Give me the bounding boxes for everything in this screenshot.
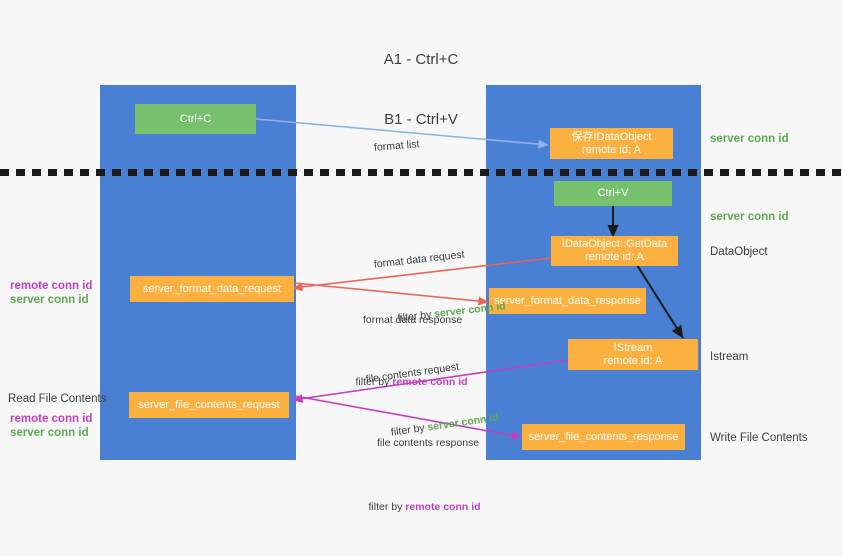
box-istream-line1: IStream <box>613 341 653 354</box>
edge-label-format-data-response-filter-value: remote conn id <box>392 376 468 388</box>
box-server-file-contents-request-label: server_file_contents_request <box>138 398 280 411</box>
arrow-layer <box>255 118 684 440</box>
edge-label-file-contents-response: file contents response filter by remote … <box>369 408 481 556</box>
box-save-idataobject-line1: 保存IDataObject <box>571 130 652 143</box>
edge-label-format-list-text: format list <box>373 138 420 154</box>
box-getdata-line1: IDataObject::GetData <box>561 238 668 250</box>
label-file-server-conn-id: server conn id <box>10 427 89 439</box>
box-getdata-line2: remote id: A <box>585 251 644 263</box>
arrow-format-data-response <box>294 282 489 306</box>
arrow-format-list <box>255 118 549 149</box>
box-save-idataobject[interactable]: 保存IDataObject remote id: A <box>550 128 673 159</box>
box-server-file-contents-response-label: server_file_contents_response <box>528 430 679 443</box>
arrow-format-data-request <box>292 257 552 292</box>
edge-label-format-data-response-filter: filter by remote conn id <box>338 361 468 403</box>
label-server-conn-id-top: server conn id <box>710 133 789 145</box>
label-server-conn-id-mid: server conn id <box>710 211 789 223</box>
box-server-file-contents-response[interactable]: server_file_contents_response <box>522 424 685 450</box>
edge-label-format-list: format list <box>371 109 422 182</box>
box-server-format-data-response[interactable]: server_format_data_response <box>489 288 646 314</box>
label-write-file-contents: Write File Contents <box>710 432 808 444</box>
label-dataobject: DataObject <box>710 246 768 258</box>
title-line-2: B1 - Ctrl+V <box>384 111 458 128</box>
box-save-idataobject-line2: remote id: A <box>582 143 641 156</box>
arrow-file-contents-request <box>292 359 569 404</box>
phase-divider <box>0 169 842 176</box>
diagram-canvas: A1 - Ctrl+C B1 - Ctrl+V A1 remote B1 con… <box>0 10 842 513</box>
label-format-remote-conn-id: remote conn id <box>10 280 93 292</box>
edge-label-file-contents-response-filter-value: remote conn id <box>405 501 481 513</box>
edge-label-format-data-response-line1: format data response <box>363 314 463 326</box>
label-read-file-contents: Read File Contents <box>8 393 107 405</box>
box-istream[interactable]: IStream remote id: A <box>568 339 698 370</box>
edge-label-format-data-response: format data response filter by remote co… <box>356 285 468 431</box>
edge-label-file-contents-request-line1: file contents request <box>365 360 460 386</box>
box-getdata[interactable]: IDataObject::GetData remote id: A <box>551 236 678 266</box>
edge-label-format-data-response-filter-prefix: filter by <box>355 376 393 388</box>
box-ctrl-v-label: Ctrl+V <box>597 187 629 199</box>
edge-label-file-contents-response-filter-prefix: filter by <box>368 501 406 513</box>
edge-label-file-contents-response-line1: file contents response <box>377 437 480 449</box>
box-ctrl-c[interactable]: Ctrl+C <box>135 104 256 134</box>
box-ctrl-v[interactable]: Ctrl+V <box>554 181 672 206</box>
label-format-server-conn-id: server conn id <box>10 294 89 306</box>
title-line-1: A1 - Ctrl+C <box>383 51 459 68</box>
arrow-file-contents-response <box>294 395 522 440</box>
label-file-remote-conn-id: remote conn id <box>10 413 93 425</box>
edge-label-format-data-request-line1: format data request <box>373 248 466 271</box>
box-server-format-data-response-label: server_format_data_response <box>494 294 641 307</box>
label-istream: Istream <box>710 351 749 363</box>
arrow-getdata-to-istream <box>636 264 684 339</box>
edge-label-file-contents-response-filter: filter by remote conn id <box>351 486 481 528</box>
box-server-format-data-request-label: server_format_data_request <box>142 282 282 295</box>
box-istream-line2: remote id: A <box>603 354 663 367</box>
box-server-format-data-request[interactable]: server_format_data_request <box>130 276 294 302</box>
diagram-title: A1 - Ctrl+C B1 - Ctrl+V <box>0 10 842 170</box>
box-server-file-contents-request[interactable]: server_file_contents_request <box>129 392 289 418</box>
box-ctrl-c-label: Ctrl+C <box>179 112 212 125</box>
